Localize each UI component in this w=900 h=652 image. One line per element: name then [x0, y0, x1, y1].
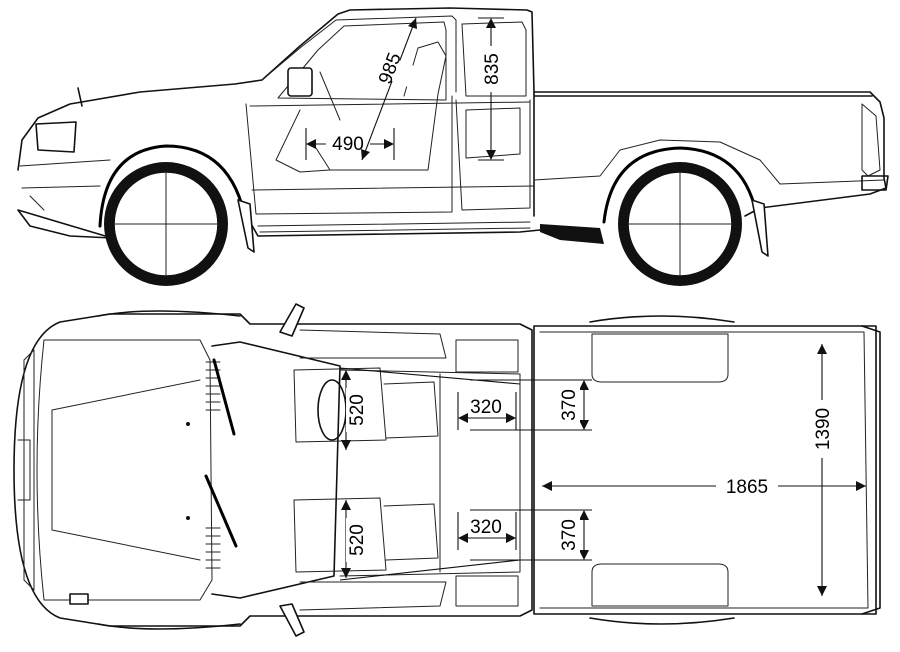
side-steering	[275, 71, 341, 173]
side-seat-rear	[465, 107, 521, 159]
side-bed-top	[533, 91, 873, 217]
top-vent-right	[205, 527, 221, 569]
top-tire-rr	[589, 617, 735, 625]
dim-seat-depth-upper-label: 320	[470, 397, 502, 418]
top-hood	[36, 339, 213, 601]
dim-legroom: 490	[305, 128, 395, 160]
side-wheel-front	[104, 162, 228, 286]
side-tailgate	[861, 103, 881, 177]
top-bed-rail	[861, 325, 881, 615]
top-rear-seats	[455, 339, 519, 607]
side-door-rear	[455, 99, 531, 211]
dim-seat-depth-upper: 320	[457, 392, 517, 430]
top-cab	[339, 369, 521, 577]
side-front-arch	[98, 144, 248, 228]
top-hood-lines	[51, 379, 201, 561]
top-washer-right	[186, 516, 190, 520]
side-window-front	[277, 21, 447, 101]
top-wheelhouse-lower	[591, 563, 729, 607]
side-chassis	[540, 224, 604, 244]
side-grille	[19, 159, 111, 211]
top-bed-inner	[539, 331, 869, 609]
side-rocker	[257, 221, 531, 233]
side-seat-front	[315, 41, 447, 171]
dim-rear-window-label: 835	[482, 53, 503, 85]
dim-cushion-lower-label: 370	[559, 519, 580, 551]
top-body-outline	[13, 313, 533, 627]
dim-seat-depth-lower-label: 320	[470, 517, 502, 538]
top-tow-hook	[69, 593, 89, 605]
side-mudflap-rear	[751, 199, 769, 257]
top-mirror-right	[279, 603, 305, 637]
top-bumper	[17, 349, 35, 591]
dim-seat-width-rear-label: 520	[347, 524, 368, 556]
side-window-rear	[461, 21, 527, 97]
top-steering-wheel	[317, 379, 347, 441]
dim-bed-length: 1865	[542, 474, 866, 498]
top-washer-left	[186, 422, 190, 426]
top-tire-fl	[97, 310, 241, 317]
dim-seat-width-front: 520	[339, 367, 521, 450]
dim-cushion-upper: 370	[470, 379, 592, 431]
dim-cushion-lower: 370	[470, 509, 592, 561]
top-seat-front-right	[293, 497, 439, 573]
dim-seat-width-front-label: 520	[347, 394, 368, 426]
top-view: 520 520 320 320 370	[13, 303, 881, 637]
side-antenna	[77, 87, 83, 107]
top-tire-rl	[589, 315, 735, 323]
dim-legroom-label: 490	[332, 134, 364, 155]
side-headlight	[35, 121, 77, 153]
dim-seat-depth-lower: 320	[457, 512, 517, 550]
top-cab-side	[299, 329, 447, 611]
dim-cushion-upper-label: 370	[559, 389, 580, 421]
side-beltline	[249, 101, 535, 191]
side-rear-bumper	[861, 175, 889, 191]
side-bed-line	[533, 139, 885, 185]
dim-seat-width-rear: 520	[339, 500, 521, 581]
dim-bed-length-label: 1865	[726, 477, 768, 498]
side-mudflap-front	[237, 199, 255, 253]
side-view: 490 985 835	[17, 7, 889, 286]
side-roofline	[261, 15, 457, 93]
side-mirror	[287, 67, 313, 97]
side-rear-arch	[602, 146, 758, 224]
top-tire-fr	[97, 623, 241, 630]
dim-bed-width-label: 1390	[813, 408, 834, 450]
top-mirror-left	[279, 303, 305, 337]
dim-rear-window: 835	[478, 17, 504, 161]
top-wiper-right	[204, 474, 238, 548]
top-bed	[533, 325, 877, 615]
side-wheel-rear	[618, 162, 742, 286]
top-wheelhouse-upper	[591, 333, 729, 383]
side-door-front	[245, 95, 453, 215]
top-windshield	[211, 341, 341, 599]
dim-seat-back: 985	[361, 17, 417, 161]
dim-bed-width: 1390	[810, 344, 836, 596]
top-wiper-left	[212, 358, 236, 436]
